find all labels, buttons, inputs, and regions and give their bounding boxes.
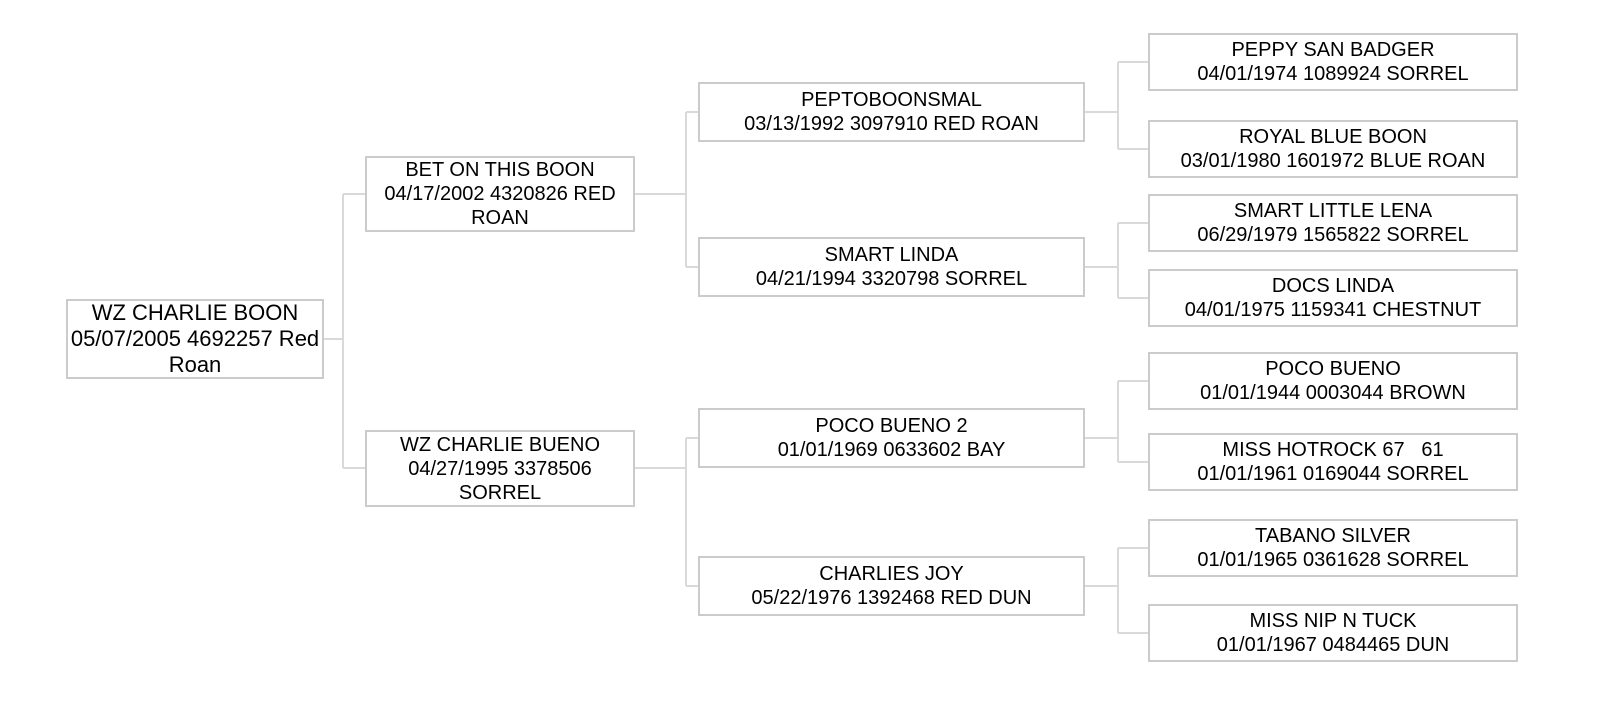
horse-detail: 05/07/2005 4692257 Red Roan <box>70 326 320 377</box>
horse-name: SMART LINDA <box>824 244 959 266</box>
horse-detail: 03/01/1980 1601972 BLUE ROAN <box>1180 150 1486 172</box>
connector-peptoboonsmal-gen4 <box>1085 61 1148 150</box>
horse-detail: 04/27/1995 3378506 SORREL <box>408 457 592 504</box>
horse-detail: 06/29/1979 1565822 SORREL <box>1197 224 1469 246</box>
pedigree-node-peppy-san-badger[interactable]: PEPPY SAN BADGER 04/01/1974 1089924 SORR… <box>1148 33 1518 91</box>
horse-name: ROYAL BLUE BOON <box>1239 126 1427 148</box>
horse-name: WZ CHARLIE BOON <box>91 300 299 326</box>
horse-name: SMART LITTLE LENA <box>1233 200 1433 222</box>
horse-detail: 03/13/1992 3097910 RED ROAN <box>744 113 1039 135</box>
pedigree-node-peptoboonsmal[interactable]: PEPTOBOONSMAL 03/13/1992 3097910 RED ROA… <box>698 82 1085 142</box>
pedigree-node-smart-little-lena[interactable]: SMART LITTLE LENA 06/29/1979 1565822 SOR… <box>1148 194 1518 252</box>
horse-detail: 04/01/1975 1159341 CHESTNUT <box>1184 299 1482 321</box>
horse-name: TABANO SILVER <box>1255 525 1411 547</box>
pedigree-node-miss-hotrock[interactable]: MISS HOTROCK 67 61 01/01/1961 0169044 SO… <box>1148 433 1518 491</box>
pedigree-node-docs-linda[interactable]: DOCS LINDA 04/01/1975 1159341 CHESTNUT <box>1148 269 1518 327</box>
pedigree-node-poco-bueno-2[interactable]: POCO BUENO 2 01/01/1969 0633602 BAY <box>698 408 1085 468</box>
pedigree-node-poco-bueno[interactable]: POCO BUENO 01/01/1944 0003044 BROWN <box>1148 352 1518 410</box>
horse-name: PEPPY SAN BADGER <box>1231 39 1435 61</box>
pedigree-node-bet-on-this-boon[interactable]: BET ON THIS BOON 04/17/2002 4320826 RED … <box>365 156 635 232</box>
pedigree-node-wz-charlie-bueno[interactable]: WZ CHARLIE BUENO 04/27/1995 3378506 SORR… <box>365 430 635 507</box>
horse-name: PEPTOBOONSMAL <box>801 89 982 111</box>
pedigree-node-tabano-silver[interactable]: TABANO SILVER 01/01/1965 0361628 SORREL <box>1148 519 1518 577</box>
connector-root-gen2 <box>324 193 365 469</box>
connector-sire-gen3 <box>635 111 698 268</box>
connector-dam-gen3 <box>635 437 698 587</box>
horse-name: WZ CHARLIE BUENO <box>399 433 601 456</box>
connector-smart-linda-gen4 <box>1085 222 1148 299</box>
pedigree-node-royal-blue-boon[interactable]: ROYAL BLUE BOON 03/01/1980 1601972 BLUE … <box>1148 120 1518 178</box>
pedigree-node-miss-nip-n-tuck[interactable]: MISS NIP N TUCK 01/01/1967 0484465 DUN <box>1148 604 1518 662</box>
horse-detail: 01/01/1944 0003044 BROWN <box>1200 382 1466 404</box>
connector-poco-bueno-2-gen4 <box>1085 380 1148 463</box>
pedigree-node-smart-linda[interactable]: SMART LINDA 04/21/1994 3320798 SORREL <box>698 237 1085 297</box>
horse-detail: 01/01/1965 0361628 SORREL <box>1197 549 1469 571</box>
horse-name: DOCS LINDA <box>1271 275 1395 297</box>
pedigree-node-wz-charlie-boon[interactable]: WZ CHARLIE BOON 05/07/2005 4692257 Red R… <box>66 299 324 379</box>
horse-name: CHARLIES JOY <box>819 563 964 585</box>
horse-detail: 01/01/1969 0633602 BAY <box>777 439 1006 461</box>
horse-name: POCO BUENO 2 <box>815 415 968 437</box>
connector-charlies-joy-gen4 <box>1085 547 1148 634</box>
horse-detail: 04/01/1974 1089924 SORREL <box>1197 63 1469 85</box>
horse-detail: 04/17/2002 4320826 RED ROAN <box>384 183 616 229</box>
horse-detail: 05/22/1976 1392468 RED DUN <box>751 587 1032 609</box>
horse-name: POCO BUENO <box>1265 358 1401 380</box>
horse-name: MISS HOTROCK 67 61 <box>1222 439 1444 461</box>
pedigree-node-charlies-joy[interactable]: CHARLIES JOY 05/22/1976 1392468 RED DUN <box>698 556 1085 616</box>
horse-detail: 01/01/1961 0169044 SORREL <box>1197 463 1469 485</box>
horse-detail: 01/01/1967 0484465 DUN <box>1216 634 1450 656</box>
horse-name: MISS NIP N TUCK <box>1249 610 1417 632</box>
horse-detail: 04/21/1994 3320798 SORREL <box>755 268 1028 290</box>
horse-name: BET ON THIS BOON <box>405 159 595 181</box>
